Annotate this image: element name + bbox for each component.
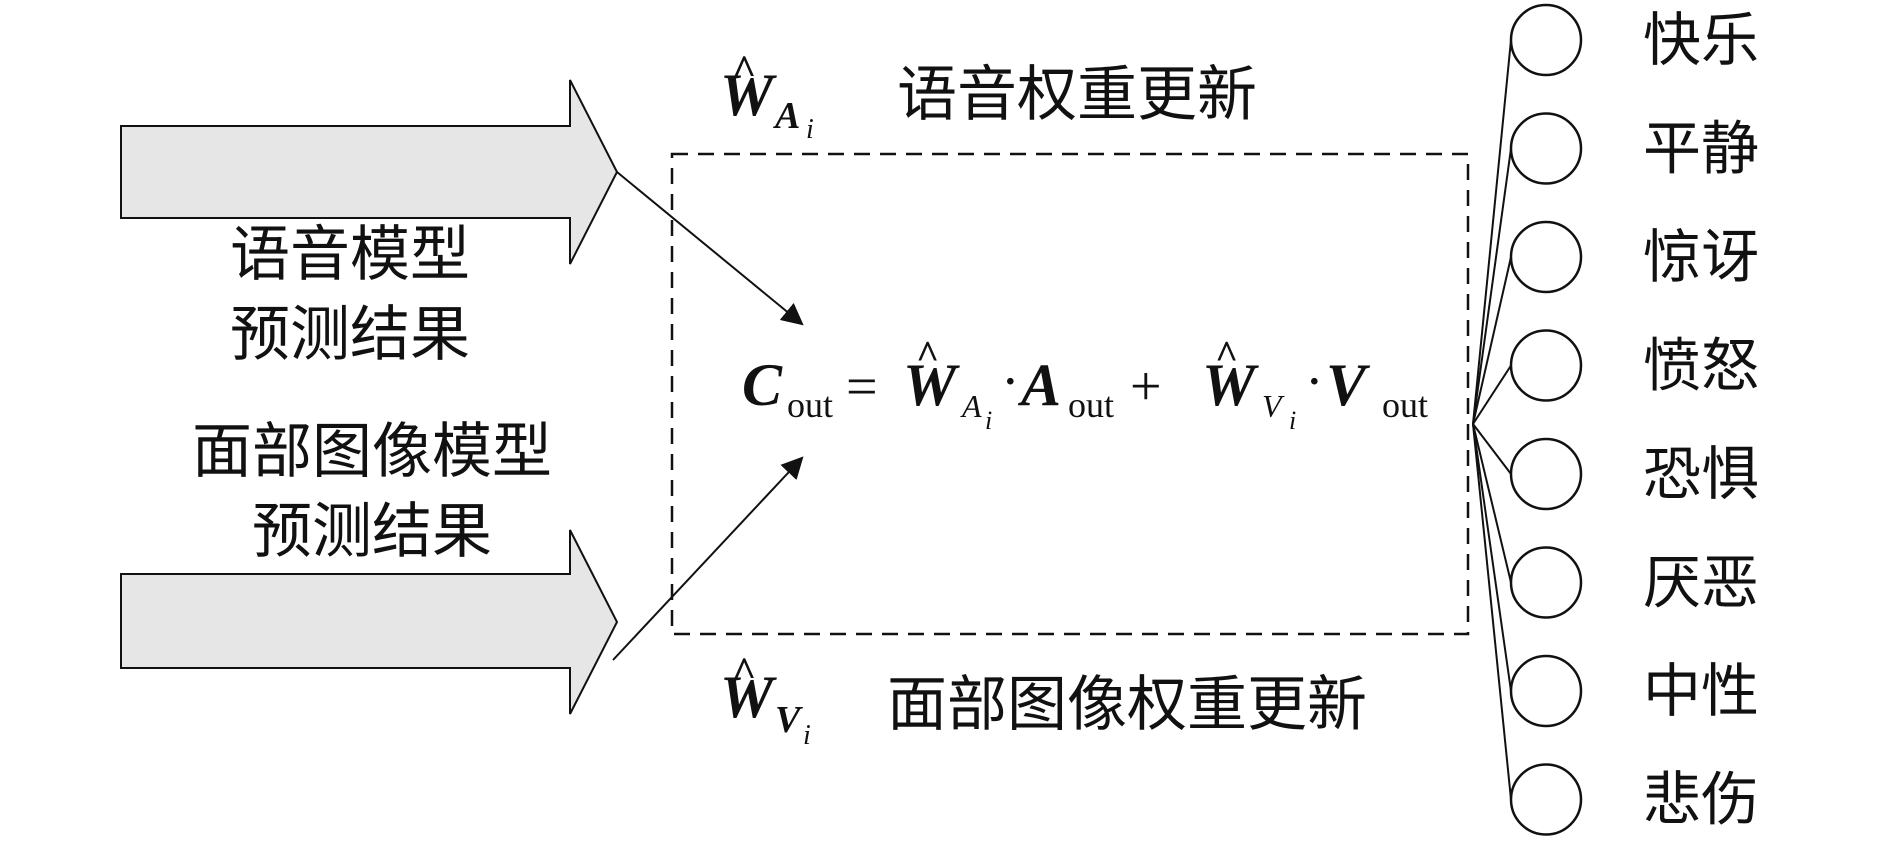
face-to-fusion-arrow (612, 456, 804, 661)
speech-input-label-line1: 语音模型 (230, 220, 470, 290)
svg-text:i: i (803, 720, 811, 751)
output-node-circle (1509, 3, 1583, 77)
svg-text:^: ^ (916, 332, 939, 377)
formula-w1: W (903, 352, 960, 418)
formula-v-sub: out (1382, 385, 1428, 425)
output-node-circle (1509, 112, 1583, 185)
formula-v: V (1326, 352, 1371, 418)
svg-text:i: i (806, 114, 814, 145)
svg-text:^: ^ (732, 650, 756, 696)
face-input-label-line1: 面部图像模型 (192, 417, 552, 487)
formula-lhs: C (742, 352, 783, 418)
speech-weight-symbol: ^ W A i (720, 48, 814, 145)
svg-text:A: A (773, 95, 800, 137)
output-connector-line (1472, 423, 1512, 583)
formula-w2: W (1202, 352, 1259, 418)
output-label: 厌恶 (1643, 549, 1759, 617)
output-connector-line (1472, 148, 1512, 425)
output-label: 中性 (1643, 657, 1759, 725)
output-connector-line (1472, 423, 1512, 800)
svg-text:W: W (720, 664, 777, 730)
formula-w1-sub: A (960, 388, 982, 424)
output-node-circle (1509, 220, 1583, 294)
fusion-formula: C out = ^ W A i · A out + ^ W V i · V ou… (742, 332, 1428, 435)
output-connector-line (1472, 364, 1512, 425)
output-node-circle (1509, 546, 1583, 619)
formula-lhs-sub: out (787, 385, 833, 425)
svg-text:W: W (720, 62, 777, 128)
svg-text:^: ^ (732, 48, 756, 94)
fusion-box (670, 152, 1470, 636)
face-weight-caption: 面部图像权重更新 (887, 670, 1367, 740)
output-label: 惊讶 (1643, 223, 1759, 291)
formula-equals: = (846, 356, 878, 418)
formula-dot2: · (1305, 351, 1324, 413)
formula-w2-index: i (1289, 406, 1296, 435)
output-node-circle (1509, 437, 1583, 511)
output-node-circle (1509, 763, 1583, 836)
output-label: 平静 (1643, 115, 1759, 183)
formula-dot1: · (1001, 351, 1020, 413)
formula-w2-sub: V (1262, 388, 1285, 424)
output-label: 愤怒 (1643, 332, 1759, 400)
output-node-circle (1509, 654, 1583, 728)
output-label: 恐惧 (1643, 440, 1759, 508)
formula-a: A (1017, 352, 1061, 418)
formula-a-sub: out (1068, 385, 1114, 425)
speech-input-arrow (120, 79, 619, 265)
speech-to-fusion-arrow (616, 171, 804, 326)
output-connector-line (1472, 39, 1512, 425)
speech-input-label-line2: 预测结果 (230, 300, 470, 370)
face-input-label-line2: 预测结果 (252, 497, 492, 567)
output-label: 快乐 (1643, 6, 1759, 74)
output-label: 悲伤 (1643, 766, 1759, 834)
formula-w1-index: i (985, 406, 992, 435)
output-connector-line (1472, 423, 1512, 475)
svg-text:V: V (775, 699, 803, 741)
speech-weight-caption: 语音权重更新 (897, 60, 1257, 130)
face-input-arrow (120, 529, 619, 715)
output-connector-line (1472, 256, 1512, 425)
output-node-circle (1509, 329, 1583, 402)
face-weight-symbol: ^ W V i (720, 650, 811, 751)
formula-plus: + (1130, 356, 1162, 418)
output-connector-line (1472, 423, 1512, 692)
svg-text:^: ^ (1215, 332, 1238, 377)
